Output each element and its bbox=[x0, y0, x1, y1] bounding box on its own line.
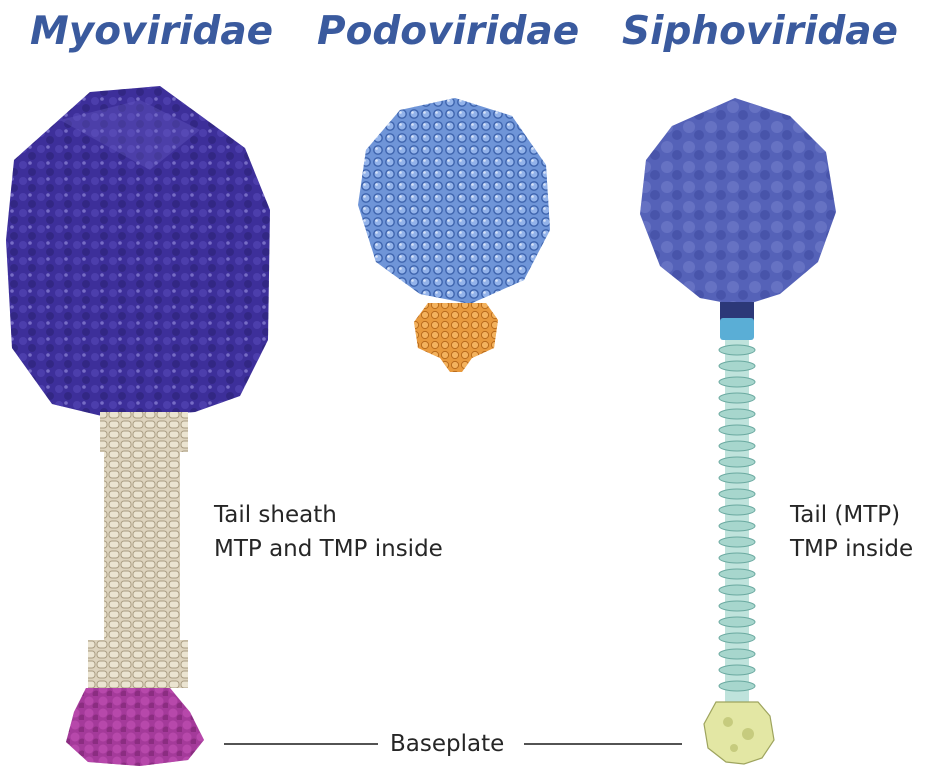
siphoviridae-capsid bbox=[640, 98, 836, 306]
podoviridae-tail bbox=[414, 303, 498, 372]
podoviridae-capsid bbox=[358, 98, 550, 304]
siphoviridae-connector bbox=[720, 318, 754, 340]
siphoviridae-tail-label-1: Tail (MTP) bbox=[790, 500, 900, 531]
myoviridae-tail-label-2: MTP and TMP inside bbox=[214, 534, 443, 565]
baseplate-label: Baseplate bbox=[390, 729, 504, 760]
myoviridae-tail-sheath bbox=[88, 412, 188, 688]
siphoviridae-baseplate bbox=[704, 702, 774, 764]
siphoviridae-phage bbox=[640, 98, 836, 764]
myoviridae-tail-label-1: Tail sheath bbox=[214, 500, 337, 531]
myoviridae-phage bbox=[6, 86, 270, 766]
myoviridae-baseplate bbox=[66, 688, 204, 766]
siphoviridae-tail bbox=[719, 340, 755, 702]
myoviridae-capsid bbox=[6, 86, 270, 418]
podoviridae-phage bbox=[358, 98, 550, 372]
siphoviridae-tail-label-2: TMP inside bbox=[790, 534, 913, 565]
